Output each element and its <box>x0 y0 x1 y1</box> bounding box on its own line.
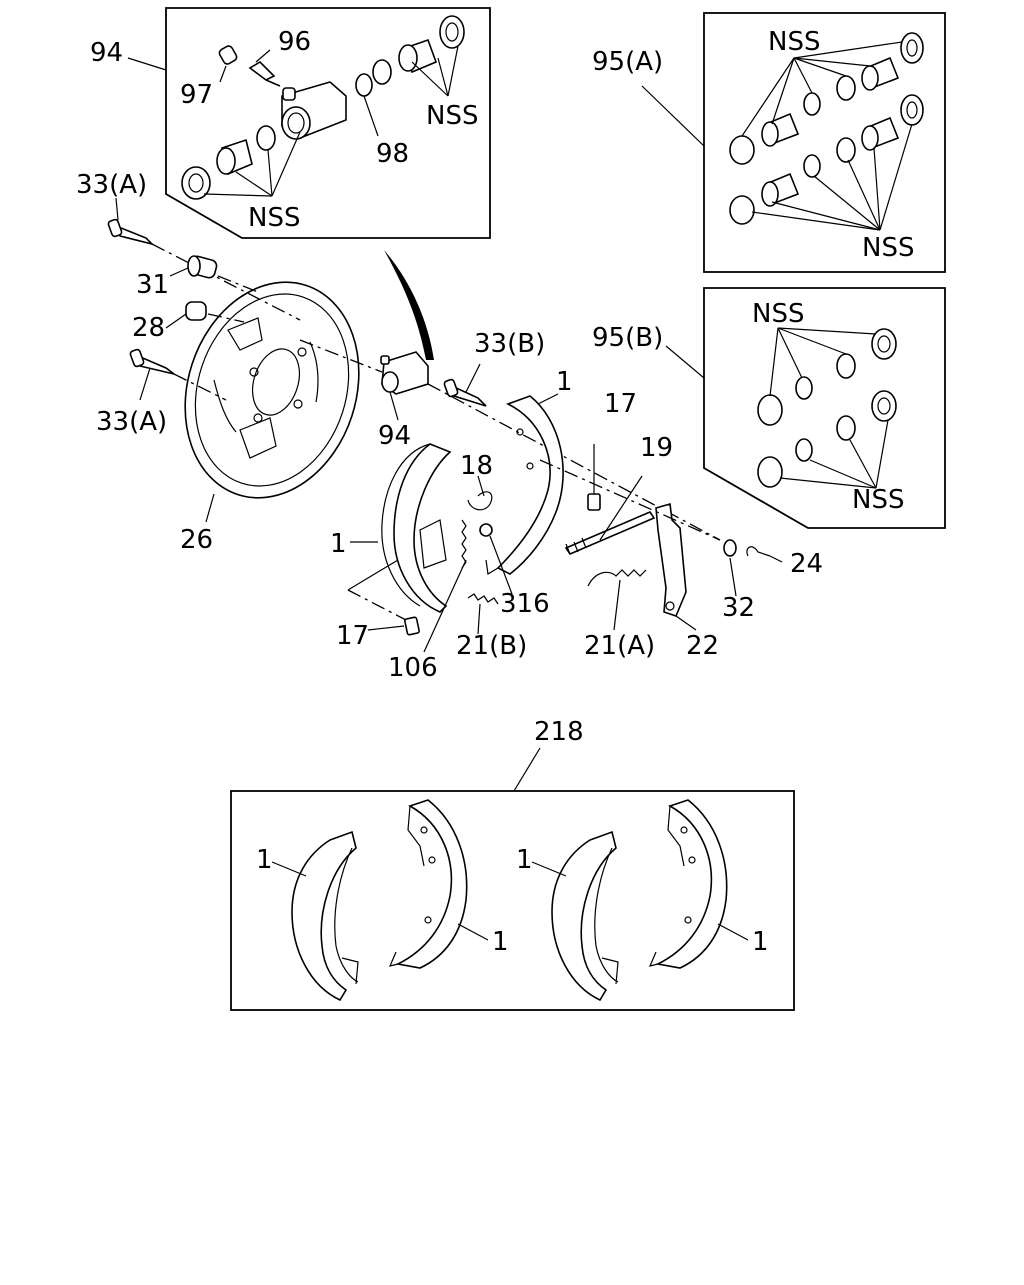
nss-parts-left <box>181 125 276 200</box>
part-98-ring <box>355 73 373 97</box>
label-nss-b: NSS <box>248 203 300 233</box>
part-1-brake-shoe-right <box>485 395 564 575</box>
label-nss-f: NSS <box>852 485 904 515</box>
main-exploded-view: 33(A) 31 28 33(A) 26 94 33(B) 1 17 19 18… <box>76 170 823 683</box>
part-97-bleeder-cap <box>218 45 238 65</box>
label-94-main: 94 <box>378 421 411 451</box>
part-18-spring <box>467 491 493 511</box>
label-33a-top: 33(A) <box>76 170 147 200</box>
part-316-clip <box>479 523 493 537</box>
label-17-left: 17 <box>336 621 369 651</box>
label-33b: 33(B) <box>474 329 545 359</box>
part-26-backing-plate <box>184 281 360 499</box>
part-96-bleeder-screw <box>248 60 281 87</box>
part-17-pin-right <box>587 444 601 511</box>
label-19: 19 <box>640 433 673 463</box>
label-kit-1d: 1 <box>752 927 769 957</box>
wheel-cylinder-body <box>281 81 347 140</box>
label-28: 28 <box>132 313 165 343</box>
inset-95a-repair-kit: 95(A) NSS NSS <box>592 12 946 273</box>
label-kit-1c: 1 <box>516 845 533 875</box>
label-32: 32 <box>722 593 755 623</box>
label-nss-c: NSS <box>768 27 820 57</box>
label-94-top: 94 <box>90 38 123 68</box>
part-33b-pin <box>443 378 487 407</box>
label-21b: 21(B) <box>456 631 527 661</box>
label-316: 316 <box>500 589 550 619</box>
part-32-washer <box>723 539 737 557</box>
label-24: 24 <box>790 549 823 579</box>
part-22-lever <box>655 502 687 617</box>
part-21b-spring <box>467 593 499 605</box>
part-31-adjuster <box>187 255 218 279</box>
part-1-brake-shoe-left <box>381 443 452 613</box>
inset-95b-repair-kit: 95(B) NSS NSS <box>592 287 946 529</box>
part-33a-pin-top <box>107 218 155 246</box>
label-1-shoe: 1 <box>556 367 573 397</box>
label-18: 18 <box>460 451 493 481</box>
part-19-strut <box>564 511 656 555</box>
label-31: 31 <box>136 270 169 300</box>
nss-parts-right <box>372 15 465 85</box>
label-97: 97 <box>180 80 213 110</box>
part-33a-pin-bottom <box>129 348 175 375</box>
kit-shoe-3 <box>551 830 619 1002</box>
part-106-spring <box>461 519 467 569</box>
label-95b: 95(B) <box>592 323 663 353</box>
label-nss-a: NSS <box>426 101 478 131</box>
kit-218-brake-shoe-set: 218 1 1 1 1 <box>230 717 795 1011</box>
part-28-plug <box>185 301 207 321</box>
label-95a: 95(A) <box>592 47 663 77</box>
kit-shoe-4 <box>648 799 728 969</box>
label-1-left: 1 <box>330 529 347 559</box>
kit-shoe-1 <box>291 830 359 1002</box>
part-21a-spring <box>587 569 647 587</box>
label-nss-d: NSS <box>862 233 914 263</box>
part-94-wheel-cylinder <box>380 351 429 395</box>
label-26: 26 <box>180 525 213 555</box>
label-106: 106 <box>388 653 438 683</box>
part-17-pin-left <box>404 616 420 636</box>
label-17-right: 17 <box>604 389 637 419</box>
inset-94-wheel-cylinder: 94 96 97 98 NSS NSS <box>90 7 491 239</box>
label-22: 22 <box>686 631 719 661</box>
kit-shoe-2 <box>388 799 468 969</box>
label-21a: 21(A) <box>584 631 655 661</box>
label-96: 96 <box>278 27 311 57</box>
part-24-clip <box>746 546 771 557</box>
label-kit-1b: 1 <box>492 927 509 957</box>
pointer-wedge <box>384 250 434 360</box>
label-kit-1a: 1 <box>256 845 273 875</box>
label-33a-bottom: 33(A) <box>96 407 167 437</box>
label-218: 218 <box>534 717 584 747</box>
label-98: 98 <box>376 139 409 169</box>
label-nss-e: NSS <box>752 299 804 329</box>
